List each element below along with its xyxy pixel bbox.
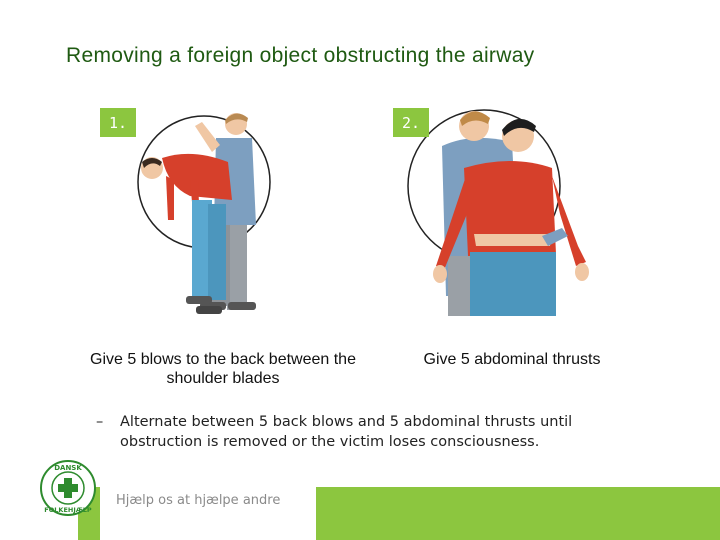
step-2-badge: 2. [393, 108, 430, 137]
step-1-caption: Give 5 blows to the back between the sho… [90, 351, 356, 387]
bullet-marker: – [96, 414, 104, 430]
bullet-text: Alternate between 5 back blows and 5 abd… [120, 414, 573, 450]
back-blows-illustration [132, 100, 292, 332]
abdominal-thrusts-illustration [402, 96, 602, 322]
step-2-caption: Give 5 abdominal thrusts [423, 351, 601, 368]
dansk-folkehjaelp-logo: DANSK FOLKEHJÆLP [38, 458, 98, 523]
footer-tagline: Hjælp os at hjælpe andre [116, 493, 281, 508]
step-1-badge: 1. [100, 108, 137, 137]
svg-text:FOLKEHJÆLP: FOLKEHJÆLP [44, 506, 92, 514]
page-title: Removing a foreign object obstructing th… [66, 44, 535, 67]
footer-tagline-area [100, 486, 316, 540]
svg-text:DANSK: DANSK [54, 464, 82, 472]
instruction-bullet: – Alternate between 5 back blows and 5 a… [96, 412, 656, 452]
